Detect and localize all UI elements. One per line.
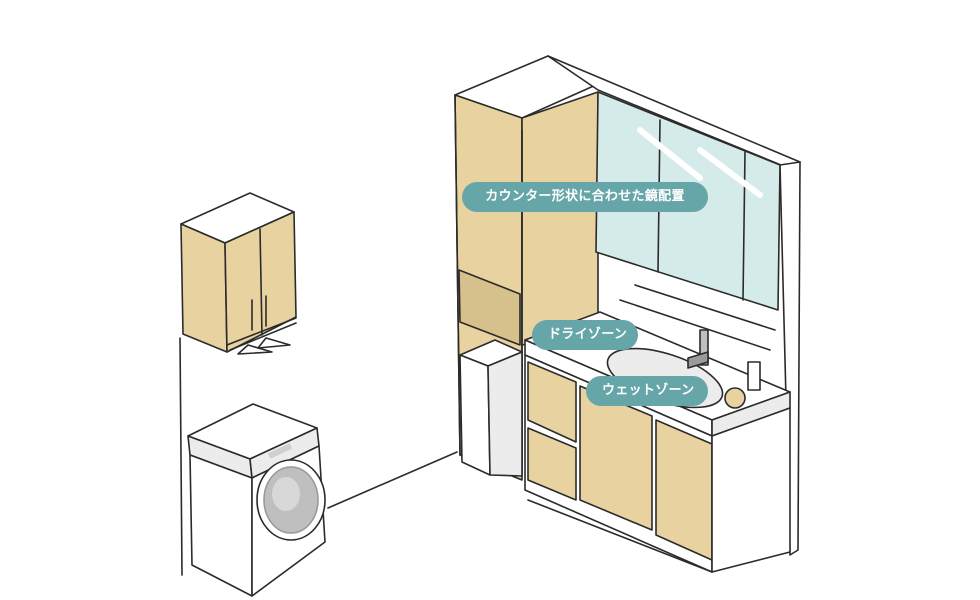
dry-zone-label: ドライゾーン — [532, 320, 638, 350]
wall-cabinet — [180, 192, 297, 355]
counter-mirror-label: カウンター形状に合わせた鏡配置 — [462, 182, 708, 212]
vanity-drawers — [524, 354, 791, 573]
washing-machine — [187, 403, 326, 597]
room-lines — [179, 337, 458, 576]
wet-zone-label: ウェットゾーン — [586, 376, 708, 406]
